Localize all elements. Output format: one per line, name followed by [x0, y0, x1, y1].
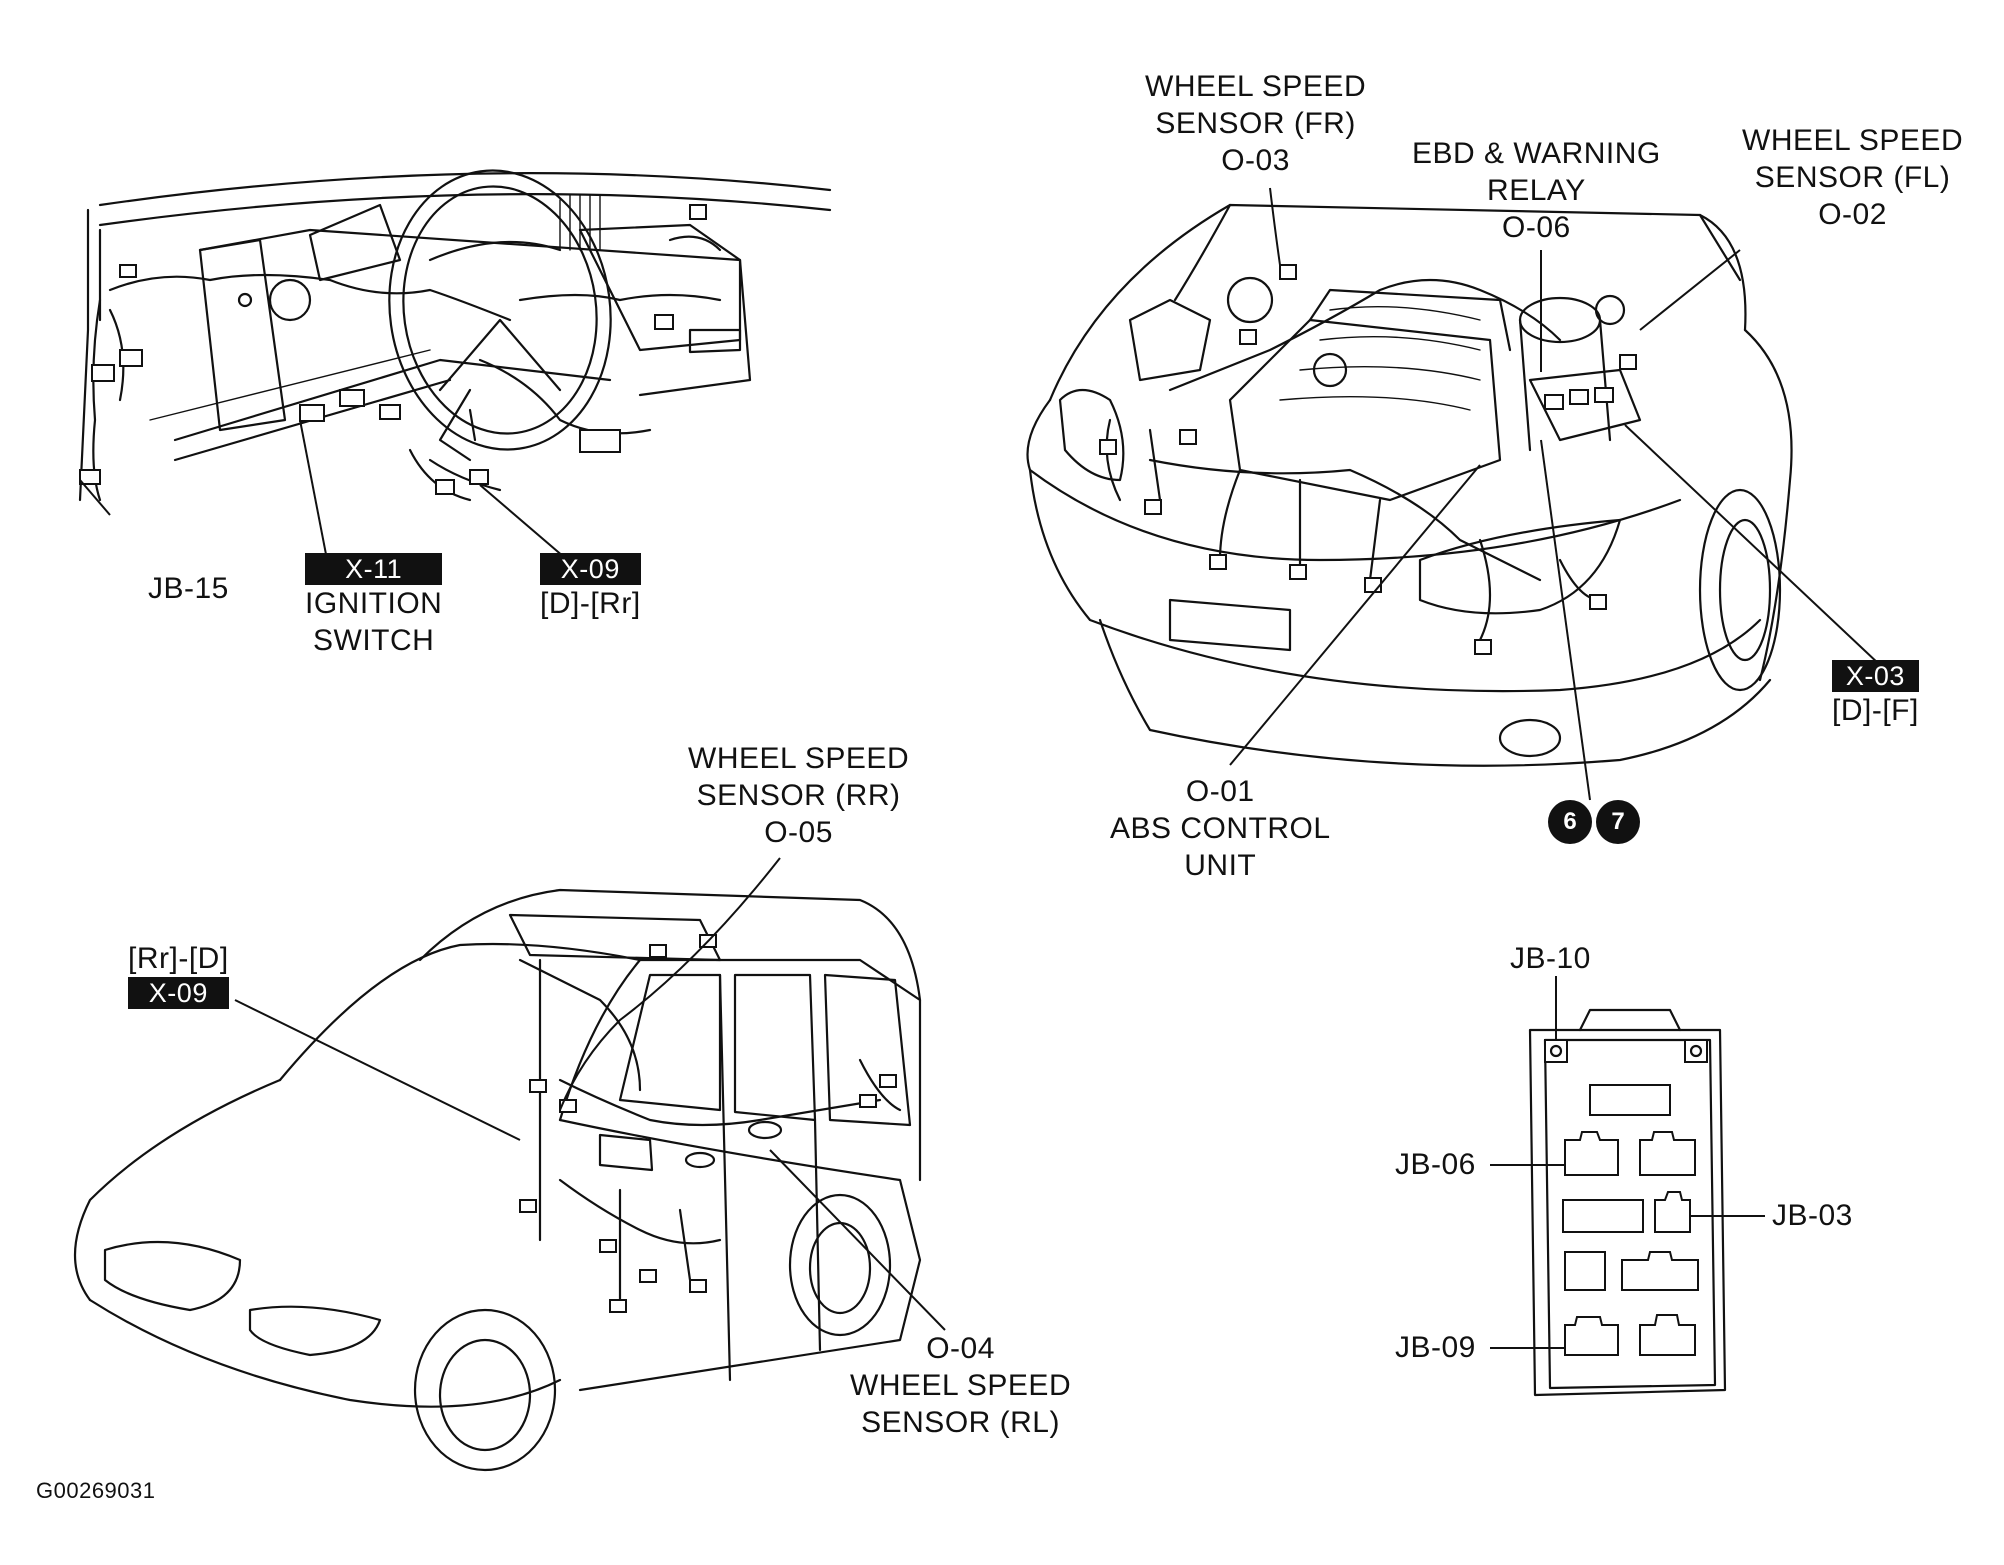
x09-van-tag: X-09: [128, 977, 229, 1009]
jb15-text: JB-15: [148, 572, 229, 605]
x03-sub: [D]-[F]: [1832, 694, 1919, 727]
rr-line1: WHEEL SPEED: [688, 742, 910, 775]
jb10-text: JB-10: [1510, 942, 1591, 975]
label-abs-control-unit: O-01 ABS CONTROL UNIT: [1110, 773, 1331, 884]
junction-box: [1528, 1008, 1727, 1397]
label-jb10: JB-10: [1510, 940, 1591, 977]
label-wheel-speed-fr: WHEEL SPEED SENSOR (FR) O-03: [1145, 68, 1366, 179]
x09-dash-tag: X-09: [540, 553, 641, 585]
x09-dash-sub: [D]-[Rr]: [540, 587, 641, 620]
minivan-illustration: [74, 888, 922, 1472]
fl-line3: O-02: [1818, 198, 1887, 231]
rl-line2: WHEEL SPEED: [850, 1369, 1072, 1402]
ebd-line2: RELAY: [1487, 174, 1586, 207]
ebd-line1: EBD & WARNING: [1412, 137, 1661, 170]
x11-tag: X-11: [305, 553, 443, 585]
abs-line1: O-01: [1185, 775, 1255, 808]
rl-line3: SENSOR (RL): [861, 1406, 1060, 1439]
dashboard-illustration: [78, 169, 832, 502]
abs-line3: UNIT: [1184, 849, 1257, 882]
abs-line2: ABS CONTROL: [1110, 812, 1331, 845]
label-wheel-speed-rr: WHEEL SPEED SENSOR (RR) O-05: [688, 740, 909, 851]
fr-line2: SENSOR (FR): [1155, 107, 1356, 140]
rl-line1: O-04: [926, 1332, 995, 1365]
label-jb09: JB-09: [1395, 1329, 1476, 1366]
label-jb03: JB-03: [1772, 1197, 1853, 1234]
label-x09-van: [Rr]-[D] X-09: [128, 940, 229, 1009]
figure-id: G00269031: [36, 1478, 156, 1503]
label-x09-dash: X-09 [D]-[Rr]: [540, 553, 641, 622]
jb09-text: JB-09: [1395, 1331, 1476, 1364]
label-jb06: JB-06: [1395, 1146, 1476, 1183]
label-wheel-speed-fl: WHEEL SPEED SENSOR (FL) O-02: [1742, 122, 1963, 233]
jb06-text: JB-06: [1395, 1148, 1476, 1181]
fr-line1: WHEEL SPEED: [1145, 70, 1367, 103]
ref-dot-7: 7: [1596, 800, 1640, 844]
label-wheel-speed-rl: O-04 WHEEL SPEED SENSOR (RL): [850, 1330, 1071, 1441]
rr-line3: O-05: [764, 816, 833, 849]
ref-dot-6: 6: [1548, 800, 1592, 844]
label-ignition-switch: X-11 IGNITION SWITCH: [305, 553, 443, 659]
x09-van-sub: [Rr]-[D]: [128, 942, 229, 975]
fl-line1: WHEEL SPEED: [1742, 124, 1964, 157]
label-x03: X-03 [D]-[F]: [1832, 660, 1919, 729]
ignition-line1: IGNITION: [305, 587, 443, 620]
label-jb15: JB-15: [148, 570, 229, 607]
fl-line2: SENSOR (FL): [1754, 161, 1951, 194]
label-ebd-relay: EBD & WARNING RELAY O-06: [1412, 135, 1661, 246]
rr-line2: SENSOR (RR): [696, 779, 901, 812]
engine-bay-illustration: [1026, 203, 1793, 767]
fr-line3: O-03: [1221, 144, 1290, 177]
ebd-line3: O-06: [1502, 211, 1571, 244]
x03-tag: X-03: [1832, 660, 1919, 692]
ignition-line2: SWITCH: [313, 624, 435, 657]
jb03-text: JB-03: [1772, 1199, 1853, 1232]
